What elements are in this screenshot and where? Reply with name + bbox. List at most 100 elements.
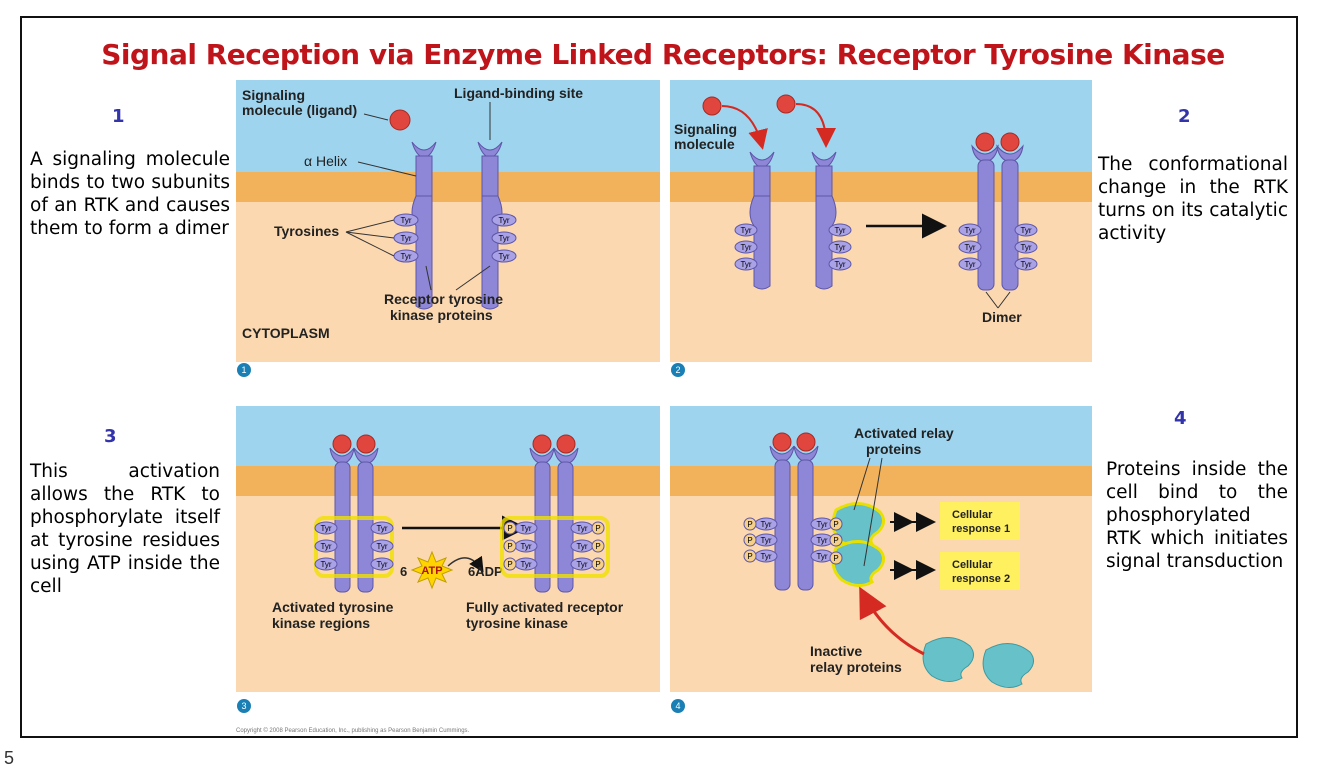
phosphate-label: P	[747, 552, 752, 561]
tyr-label: Tyr	[576, 524, 587, 533]
phosphate-label: P	[595, 542, 600, 551]
label-activated-1: Activated tyrosine	[272, 599, 394, 615]
tyr-label: Tyr	[400, 252, 411, 261]
label-response1-1: Cellular	[952, 509, 993, 521]
label-tyrosines: Tyrosines	[274, 223, 339, 239]
label-molecule: molecule	[674, 136, 735, 152]
panel-badge-1-label: 1	[241, 365, 246, 375]
panel-badge-1	[237, 363, 251, 377]
label-helix: α Helix	[304, 153, 347, 169]
atp-burst-icon	[410, 550, 454, 590]
tyr-label: Tyr	[1020, 226, 1031, 235]
phosphate-label: P	[747, 520, 752, 529]
receptor-dimer-activated: Tyr Tyr Tyr Tyr Tyr Tyr	[314, 434, 394, 593]
tyrosine-group-a: Tyr Tyr Tyr	[393, 213, 419, 263]
tyr-label: Tyr	[740, 243, 751, 252]
label-fully-1: Fully activated receptor	[466, 599, 624, 615]
ligand	[702, 96, 722, 116]
tyr-label: Tyr	[1020, 260, 1031, 269]
label-inactive-1: Inactive	[810, 643, 862, 659]
tyr-label: Tyr	[964, 243, 975, 252]
label-binding-site: Ligand-binding site	[454, 85, 583, 101]
tyr-label: Tyr	[520, 560, 531, 569]
panel-2-diagram: Tyr Tyr Tyr Tyr Tyr Tyr Signaling molecu…	[670, 80, 1092, 380]
phosphate-label: P	[507, 560, 512, 569]
step-4-text: Proteins inside the cell bind to the pho…	[1106, 459, 1288, 572]
tyr-label: Tyr	[816, 520, 827, 529]
label-receptor-1: Receptor tyrosine	[384, 291, 503, 307]
tyr-label: Tyr	[760, 520, 771, 529]
activated-relay-proteins: P P P	[829, 502, 885, 587]
tyr-label: Tyr	[320, 542, 331, 551]
panel-badge-2-label: 2	[675, 365, 680, 375]
tyr-label: Tyr	[320, 524, 331, 533]
label-relay-1: Activated relay	[854, 425, 954, 441]
label-receptor-2: kinase proteins	[390, 307, 493, 323]
panel-badge-4-label: 4	[675, 701, 680, 711]
panel-1-diagram: Tyr Tyr Tyr Tyr Tyr Tyr Signaling molecu…	[236, 80, 660, 380]
receptor-monomer-a: Tyr Tyr Tyr	[734, 151, 775, 290]
panel-badge-2	[671, 363, 685, 377]
label-response1-2: response 1	[952, 523, 1010, 535]
tyr-label: Tyr	[376, 524, 387, 533]
step-3-text: This activation allows the RTK to phosph…	[30, 461, 220, 597]
step-1-number: 1	[112, 106, 125, 127]
phosphate-label: P	[747, 536, 752, 545]
label-signaling: Signaling	[242, 87, 305, 103]
tyr-label: Tyr	[320, 560, 331, 569]
phosphate-label: P	[507, 542, 512, 551]
tyr-label: Tyr	[964, 260, 975, 269]
panel-badge-4	[671, 699, 685, 713]
step-2-text: The conformational change in the RTK tur…	[1098, 154, 1288, 244]
label-atp-count: 6	[400, 564, 407, 579]
receptor-a	[411, 141, 437, 310]
tyr-label: Tyr	[520, 542, 531, 551]
tyr-label: Tyr	[760, 536, 771, 545]
label-cytoplasm: CYTOPLASM	[242, 325, 330, 341]
tyr-label: Tyr	[376, 542, 387, 551]
label-adp: 6ADP	[468, 564, 503, 579]
tyr-label: Tyr	[816, 536, 827, 545]
tyr-label: Tyr	[576, 560, 587, 569]
tyr-label: Tyr	[376, 560, 387, 569]
panel-4-diagram: Tyr Tyr Tyr P P P Tyr Tyr Tyr P P P Acti…	[670, 406, 1092, 722]
tyr-label: Tyr	[498, 216, 509, 225]
label-atp: ATP	[421, 565, 442, 577]
label-dimer: Dimer	[982, 309, 1022, 325]
slide-title: Signal Reception via Enzyme Linked Recep…	[101, 38, 1225, 71]
tyr-label: Tyr	[834, 243, 845, 252]
label-activated-2: kinase regions	[272, 615, 370, 631]
phosphate-label: P	[833, 520, 838, 529]
label-response2-1: Cellular	[952, 559, 993, 571]
phosphate-label: P	[507, 524, 512, 533]
phosphate-label: P	[833, 554, 838, 563]
label-response2-2: response 2	[952, 573, 1010, 585]
step-4-number: 4	[1174, 408, 1187, 429]
tyrosine-group-b: Tyr Tyr Tyr	[491, 213, 517, 263]
phosphate-label: P	[595, 560, 600, 569]
panel-badge-3-label: 3	[241, 701, 246, 711]
receptor-dimer: Tyr Tyr Tyr Tyr Tyr Tyr	[958, 132, 1038, 291]
tyr-label: Tyr	[400, 234, 411, 243]
tyr-label: Tyr	[760, 552, 771, 561]
cellular-response-1-box	[940, 502, 1020, 540]
receptor-dimer-phosphorylated: Tyr Tyr Tyr Tyr Tyr Tyr P P P P P P	[500, 434, 610, 593]
ligand	[389, 109, 411, 131]
tyr-label: Tyr	[498, 234, 509, 243]
ligand	[776, 94, 796, 114]
tyr-label: Tyr	[576, 542, 587, 551]
label-inactive-2: relay proteins	[810, 659, 902, 675]
tyr-label: Tyr	[816, 552, 827, 561]
step-2-number: 2	[1178, 106, 1191, 127]
phosphate-label: P	[833, 536, 838, 545]
label-ligand: molecule (ligand)	[242, 102, 357, 118]
phosphate-label: P	[595, 524, 600, 533]
copyright-text: Copyright © 2008 Pearson Education, Inc.…	[236, 728, 470, 734]
tyr-label: Tyr	[834, 260, 845, 269]
tyr-label: Tyr	[498, 252, 509, 261]
page-number: 5	[4, 748, 15, 768]
tyr-label: Tyr	[400, 216, 411, 225]
receptor-monomer-b: Tyr Tyr Tyr	[811, 151, 852, 290]
cellular-response-2-box	[940, 552, 1020, 590]
label-fully-2: tyrosine kinase	[466, 615, 568, 631]
